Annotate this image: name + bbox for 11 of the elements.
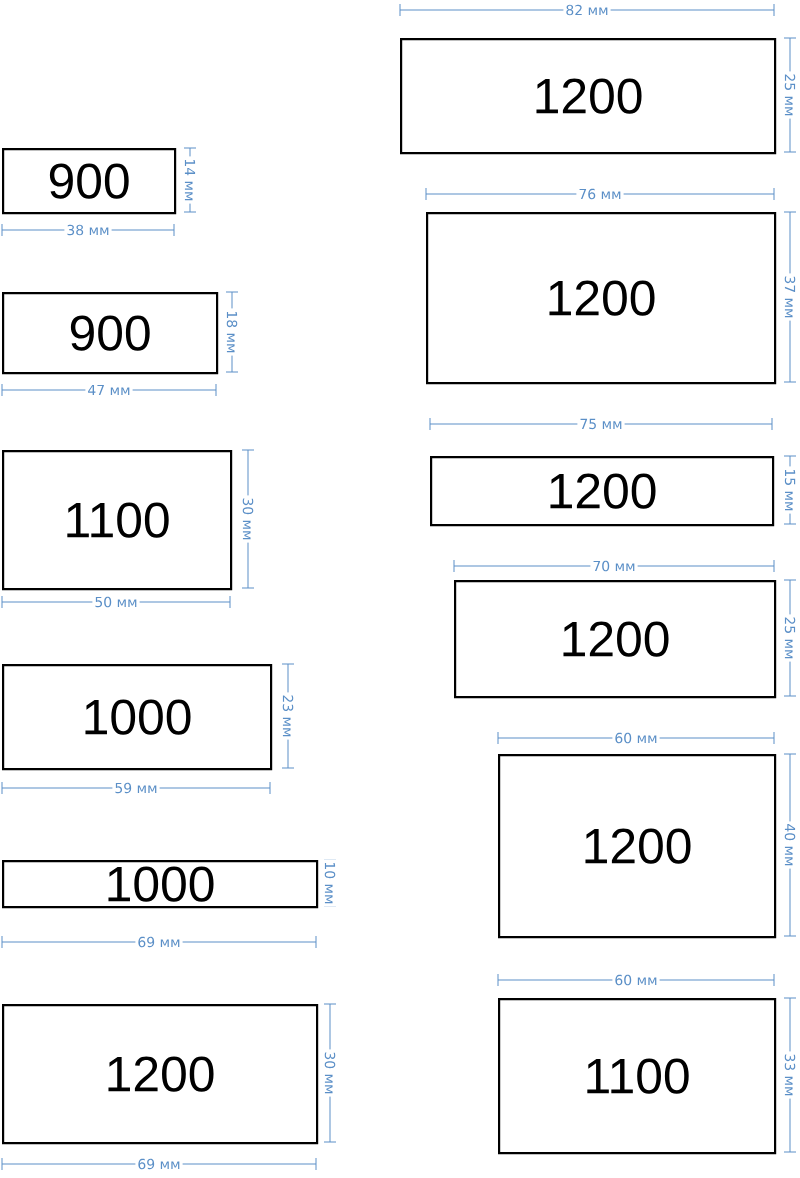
label-box: 1200 [426, 212, 777, 385]
label-box: 1200 [430, 456, 775, 527]
label-box: 900 [2, 148, 177, 215]
label-box: 1000 [2, 664, 273, 771]
label-box: 1100 [498, 998, 777, 1155]
label-box: 1100 [2, 450, 233, 591]
label-box: 900 [2, 292, 219, 375]
label-box: 1200 [498, 754, 777, 939]
label-box: 1200 [454, 580, 777, 699]
label-box: 1200 [2, 1004, 319, 1145]
label-box: 1200 [400, 38, 777, 155]
